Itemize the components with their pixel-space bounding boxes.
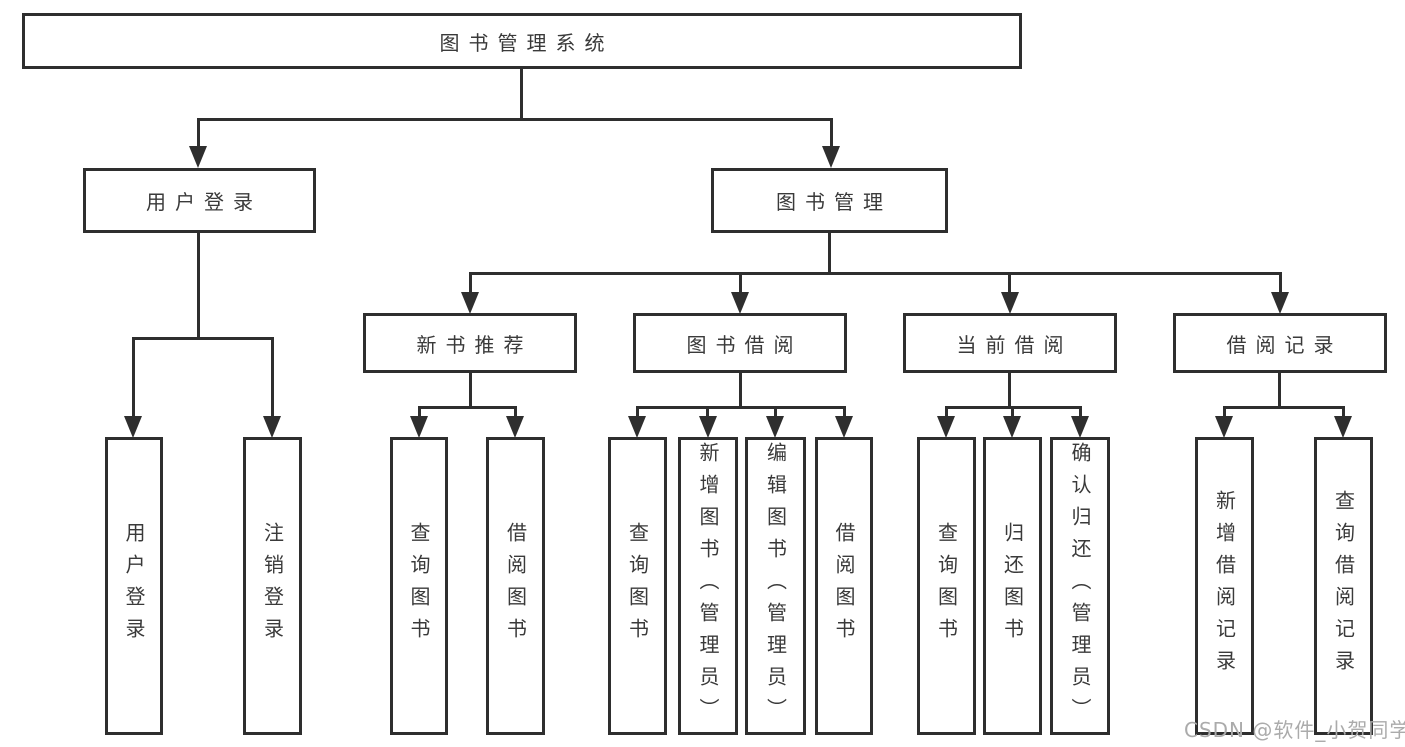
connector-line (945, 406, 948, 418)
node-current-borrowing: 当前借阅 (903, 313, 1117, 373)
connector-line (636, 406, 845, 409)
arrowhead-down-icon (1003, 416, 1021, 438)
arrowhead-down-icon (410, 416, 428, 438)
arrowhead-down-icon (506, 416, 524, 438)
connector-line (418, 406, 517, 409)
node-book-borrowing: 图书借阅 (633, 313, 847, 373)
connector-line (469, 272, 1282, 275)
arrowhead-down-icon (189, 146, 207, 168)
arrowhead-down-icon (731, 292, 749, 314)
connector-line (271, 337, 274, 417)
connector-line (1278, 372, 1281, 409)
arrowhead-down-icon (835, 416, 853, 438)
node-borrow-books-borrowing: 借阅图书 (815, 437, 873, 735)
connector-line (774, 406, 777, 418)
node-user-login-branch: 用户登录 (83, 168, 316, 233)
arrowhead-down-icon (263, 416, 281, 438)
arrowhead-down-icon (461, 292, 479, 314)
arrowhead-down-icon (1271, 292, 1289, 314)
connector-line (1342, 406, 1345, 418)
connector-line (132, 337, 274, 340)
node-add-books-admin: 新增图书（管理员） (678, 437, 738, 735)
connector-line (1008, 372, 1011, 409)
node-logout-leaf: 注销登录 (243, 437, 302, 735)
connector-line (706, 406, 709, 418)
connector-line (520, 68, 523, 120)
node-user-login-leaf: 用户登录 (105, 437, 163, 735)
node-new-book-recommendation: 新书推荐 (363, 313, 577, 373)
arrowhead-down-icon (628, 416, 646, 438)
node-library-management-system: 图书管理系统 (22, 13, 1022, 69)
arrowhead-down-icon (766, 416, 784, 438)
connector-line (514, 406, 517, 418)
connector-line (830, 118, 833, 148)
connector-line (636, 406, 639, 418)
node-query-books-current: 查询图书 (917, 437, 976, 735)
connector-line (469, 272, 472, 292)
connector-line (843, 406, 846, 418)
connector-line (1079, 406, 1082, 418)
connector-line (1008, 272, 1011, 292)
node-confirm-return-admin: 确认归还（管理员） (1050, 437, 1110, 735)
arrowhead-down-icon (699, 416, 717, 438)
arrowhead-down-icon (822, 146, 840, 168)
node-query-books-borrowing: 查询图书 (608, 437, 667, 735)
connector-line (1279, 272, 1282, 292)
connector-line (197, 118, 200, 148)
connector-line (828, 232, 831, 275)
connector-line (739, 272, 742, 292)
node-book-management-branch: 图书管理 (711, 168, 948, 233)
node-borrowing-records: 借阅记录 (1173, 313, 1387, 373)
connector-line (1223, 406, 1226, 418)
connector-line (132, 337, 135, 417)
node-query-books-recommend: 查询图书 (390, 437, 448, 735)
connector-line (739, 372, 742, 409)
node-return-books: 归还图书 (983, 437, 1042, 735)
arrowhead-down-icon (1215, 416, 1233, 438)
connector-line (469, 372, 472, 409)
connector-line (1223, 406, 1345, 409)
connector-line (1011, 406, 1014, 418)
node-borrow-books-recommend: 借阅图书 (486, 437, 545, 735)
connector-line (418, 406, 421, 418)
arrowhead-down-icon (124, 416, 142, 438)
watermark: CSDN @软件_小贺同学 (1184, 718, 1405, 742)
arrowhead-down-icon (1071, 416, 1089, 438)
node-query-borrow-record: 查询借阅记录 (1314, 437, 1373, 735)
node-add-borrow-record: 新增借阅记录 (1195, 437, 1254, 735)
connector-line (197, 118, 833, 121)
arrowhead-down-icon (1334, 416, 1352, 438)
arrowhead-down-icon (1001, 292, 1019, 314)
arrowhead-down-icon (937, 416, 955, 438)
connector-line (197, 232, 200, 339)
node-edit-books-admin: 编辑图书（管理员） (745, 437, 806, 735)
